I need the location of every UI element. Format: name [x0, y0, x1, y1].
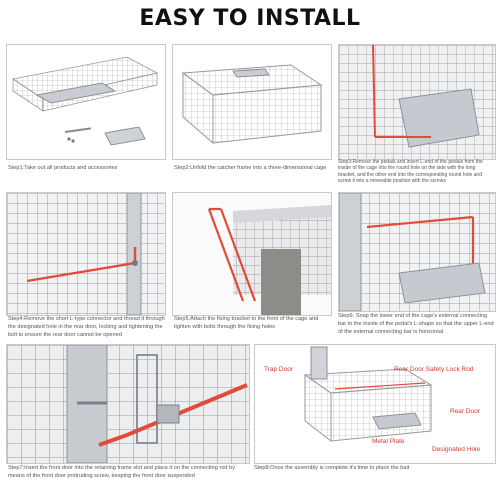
callout-trap-door: Trap Door [264, 366, 294, 373]
step-2: Step2:Unfold the catcher frame into a th… [172, 44, 332, 184]
step-8-caption: Step8:Once the assembly is complete it's… [254, 465, 410, 471]
step-1-image [6, 44, 166, 160]
step-5-caption: Step5:Attach the fixing bracket to the f… [174, 316, 319, 330]
step-8: Step8:Once the assembly is complete it's… [254, 344, 496, 500]
callout-metal-plate: Metal Plate [372, 438, 405, 445]
step-4-caption: Step4:Remove the short L-type connector … [8, 316, 165, 338]
step-6-caption: Step6: Snap the lower end of the cage's … [338, 313, 494, 335]
step-6: Step6: Snap the lower end of the cage's … [338, 192, 496, 342]
step-1: Step1:Take out all products and accessor… [6, 44, 166, 184]
step-3-image [338, 44, 496, 160]
step-5: Step5:Attach the fixing bracket to the f… [172, 192, 332, 342]
step-7-image [6, 344, 250, 464]
page-title: EASY TO INSTALL [139, 6, 361, 31]
step-6-image [338, 192, 496, 312]
step-7-caption: Step7:Insert the front door into the ret… [8, 465, 235, 479]
callout-rear-door-safety-lock-rod: Rear Door Safety Lock Rod [394, 366, 474, 373]
step-2-image [172, 44, 332, 160]
step-3-caption: Step3:Remove the pedals and insert L-end… [338, 159, 483, 185]
callout-rear-door: Rear Door [450, 408, 480, 415]
step-1-caption: Step1:Take out all products and accessor… [8, 165, 118, 171]
step-8-image [254, 344, 496, 464]
callout-designated-hole: Designated Hole [432, 446, 481, 453]
step-3: Step3:Remove the pedals and insert L-end… [338, 44, 496, 192]
step-4: Step4:Remove the short L-type connector … [6, 192, 166, 342]
step-5-image [172, 192, 332, 316]
step-7: Step7:Insert the front door into the ret… [6, 344, 250, 500]
step-4-image [6, 192, 166, 316]
step-2-caption: Step2:Unfold the catcher frame into a th… [174, 165, 327, 171]
